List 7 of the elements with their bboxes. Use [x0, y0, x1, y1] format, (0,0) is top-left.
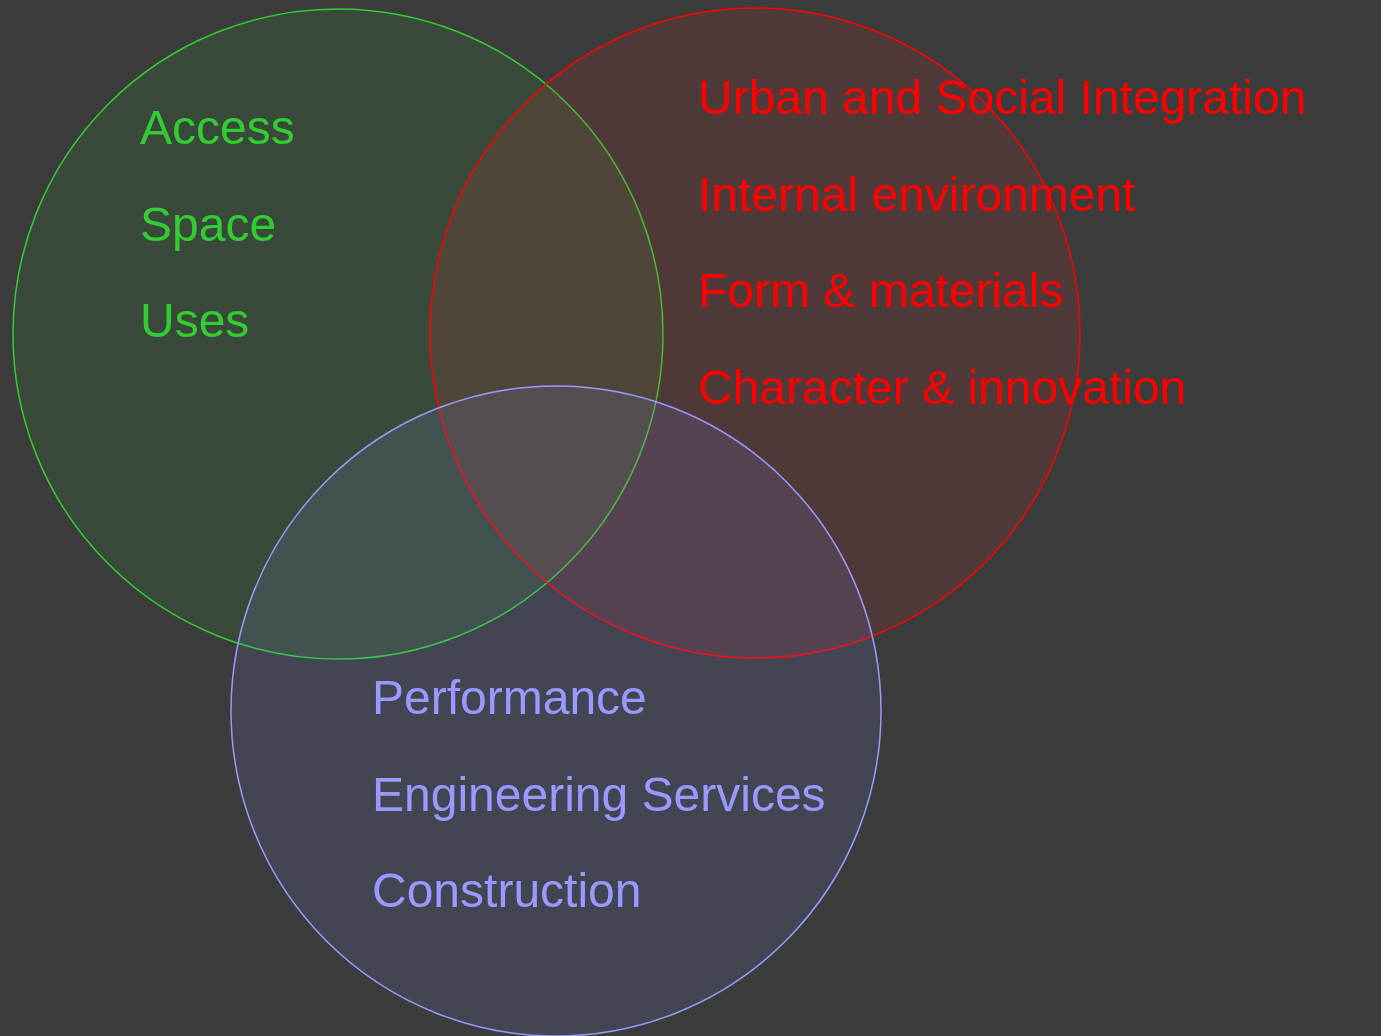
category-label: Performance: [372, 670, 647, 726]
category-label: Space: [140, 196, 277, 253]
category-label: Form & materials: [698, 263, 1064, 319]
category-label: Access: [140, 100, 295, 156]
category-label: Construction: [372, 863, 642, 919]
category-label: Uses: [140, 293, 250, 349]
category-label: Engineering Services: [372, 766, 826, 823]
